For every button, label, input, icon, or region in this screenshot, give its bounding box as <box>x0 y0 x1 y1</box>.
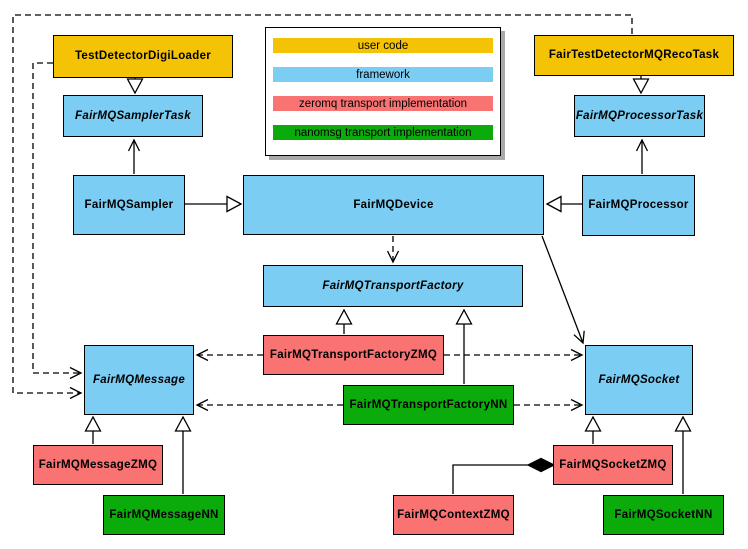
node-fairmqtransportfactory: FairMQTransportFactory <box>263 265 523 307</box>
legend-item-framework: framework <box>273 67 493 82</box>
legend-item-zeromq: zeromq transport implementation <box>273 96 493 111</box>
node-testdetectordigiloader: TestDetectorDigiLoader <box>53 35 233 78</box>
node-fairmqprocessortask: FairMQProcessorTask <box>574 95 705 137</box>
node-fairmqsocketnn: FairMQSocketNN <box>603 495 724 535</box>
node-fairmqsocketzmq: FairMQSocketZMQ <box>553 445 673 485</box>
node-fairtestdetectormqrecotask: FairTestDetectorMQRecoTask <box>534 35 734 76</box>
edge-contextzmq-socketzmq <box>452 464 528 494</box>
node-fairmqtransportfactorynn: FairMQTransportFactoryNN <box>343 385 514 425</box>
node-fairmqmessagezmq: FairMQMessageZMQ <box>33 445 163 485</box>
node-fairmqsamplertask: FairMQSamplerTask <box>63 95 203 137</box>
node-fairmqdevice: FairMQDevice <box>243 175 544 235</box>
edge-device-socket <box>541 235 585 345</box>
node-fairmqprocessor: FairMQProcessor <box>582 175 695 236</box>
node-fairmqsampler: FairMQSampler <box>73 175 185 235</box>
node-fairmqmessagenn: FairMQMessageNN <box>103 495 225 535</box>
legend-box: user code framework zeromq transport imp… <box>265 27 501 156</box>
legend-item-user-code: user code <box>273 38 493 53</box>
edge-recotask-message <box>12 14 633 400</box>
node-fairmqsocket: FairMQSocket <box>585 345 693 415</box>
edge-digiloader-message <box>32 62 83 380</box>
node-fairmqcontextzmq: FairMQContextZMQ <box>393 495 514 535</box>
composition-diamond-icon <box>526 457 556 473</box>
node-fairmqmessage: FairMQMessage <box>84 345 194 415</box>
legend-item-nanomsg: nanomsg transport implementation <box>273 125 493 140</box>
node-fairmqtransportfactoryzmq: FairMQTransportFactoryZMQ <box>263 335 444 375</box>
